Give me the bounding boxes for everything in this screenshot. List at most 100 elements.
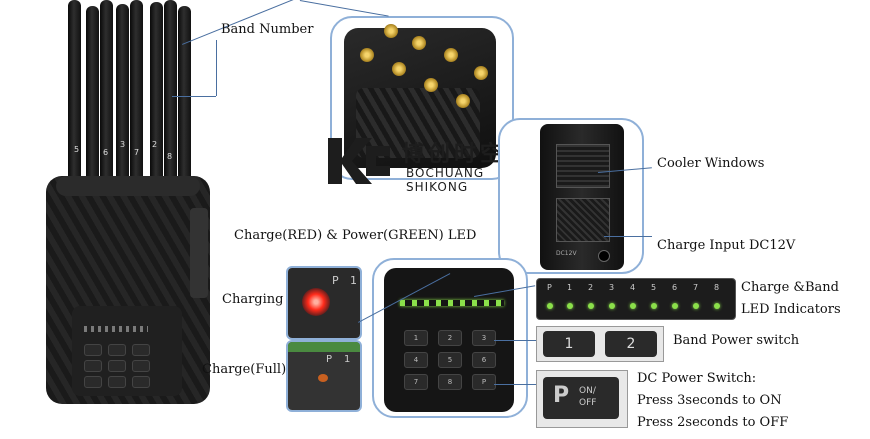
sma-connector (456, 94, 470, 108)
sma-connector (412, 36, 426, 50)
label-charge-band-2: LED Indicators (741, 302, 841, 317)
band-button-1[interactable]: 1 (543, 331, 595, 357)
led-indicator (588, 303, 594, 309)
key-label: 5 (447, 356, 453, 364)
key-label: 4 (413, 356, 419, 364)
brand-logo: 博创时空 BOCHUANG SHIKONG (326, 136, 546, 194)
key-label: 1 (413, 334, 419, 342)
band-number-panel (330, 16, 514, 180)
dc-input-port (598, 250, 610, 262)
led-strip-labels: P 1 2 3 4 5 6 7 8 (543, 283, 733, 297)
indicator-p-label-full: P (326, 354, 333, 365)
sma-connector (392, 62, 406, 76)
antenna-number: 3 (120, 140, 126, 149)
antenna-5 (130, 0, 143, 190)
green-led (318, 374, 328, 382)
device-led-row (84, 326, 148, 332)
leader-line (216, 40, 217, 96)
jammer-device: 5 6 3 7 2 8 (40, 0, 220, 410)
label-charging: Charging (222, 292, 284, 307)
label-dc-power-3: Press 2seconds to OFF (637, 415, 789, 430)
led-label: 8 (714, 283, 720, 292)
sma-connector (424, 78, 438, 92)
led-label: P (547, 283, 552, 292)
key-label: 6 (481, 356, 487, 364)
keypad-button: 1 (404, 330, 428, 346)
keypad-button: 6 (472, 352, 496, 368)
leader-line (604, 236, 652, 237)
device-side-grip (190, 208, 208, 298)
antenna-7 (164, 0, 177, 190)
leader-line (172, 96, 216, 97)
dc-input-label: DC12V (556, 250, 577, 257)
device-key (132, 360, 150, 372)
band-button-panel: 1 2 (536, 326, 664, 362)
dc-switch-panel: P ON/ OFF (536, 370, 628, 428)
led-indicator (609, 303, 615, 309)
charging-led-panel: P 1 (286, 266, 362, 340)
led-label: 2 (588, 283, 594, 292)
sma-connector (444, 48, 458, 62)
antenna-1 (68, 0, 81, 190)
led-label: 4 (630, 283, 636, 292)
label-cooler-windows: Cooler Windows (657, 156, 765, 171)
antenna-2 (86, 6, 99, 186)
label-band-number: Band Number (221, 22, 314, 37)
device-key (84, 344, 102, 356)
dc-power-button[interactable]: P ON/ OFF (543, 377, 619, 419)
led-indicator (651, 303, 657, 309)
led-label: 6 (672, 283, 678, 292)
key-label: 2 (447, 334, 453, 342)
key-label: 3 (481, 334, 487, 342)
cooler-window-top (556, 144, 610, 188)
antenna-number: 2 (152, 140, 158, 149)
keypad-led-row (400, 300, 504, 306)
led-indicator (547, 303, 553, 309)
sma-connector (474, 66, 488, 80)
brand-logo-mark (328, 138, 390, 184)
device-top-cap (56, 176, 200, 196)
charge-full-panel: P 1 (286, 340, 362, 412)
keypad-button: 3 (472, 330, 496, 346)
label-charge-full: Charge(Full) (202, 362, 287, 377)
antenna-4 (116, 4, 129, 188)
dc-power-p: P (553, 383, 570, 408)
key-label: 7 (413, 378, 419, 386)
led-strip: P 1 2 3 4 5 6 7 8 (536, 278, 736, 320)
antenna-number: 6 (103, 148, 109, 157)
sma-connector (360, 48, 374, 62)
key-label: 8 (447, 378, 453, 386)
device-key (84, 360, 102, 372)
label-dc-power-1: DC Power Switch: (637, 371, 757, 386)
leader-line (494, 384, 536, 385)
key-label: P (481, 378, 487, 386)
device-key (108, 344, 126, 356)
antenna-3 (100, 0, 113, 188)
indicator-p-label: P (332, 274, 339, 287)
led-indicator (630, 303, 636, 309)
brand-logo-english: BOCHUANG SHIKONG (406, 166, 485, 194)
side-view-panel: DC12V (498, 118, 644, 274)
device-key (108, 376, 126, 388)
label-band-power-switch: Band Power switch (673, 333, 800, 348)
indicator-1-label-full: 1 (344, 354, 351, 365)
label-charge-band-1: Charge &Band (741, 280, 840, 295)
leader-line (494, 340, 536, 341)
red-led (302, 288, 330, 316)
leader-line (299, 0, 389, 17)
device-key (132, 376, 150, 388)
led-label: 5 (651, 283, 657, 292)
antenna-8 (178, 6, 191, 190)
indicator-1-label: 1 (350, 274, 357, 287)
label-charge-led: Charge(RED) & Power(GREEN) LED (234, 228, 477, 243)
charge-full-top (288, 342, 360, 352)
antenna-6 (150, 2, 163, 188)
led-label: 3 (609, 283, 615, 292)
brand-logo-chinese: 博创时空 (402, 142, 507, 167)
led-indicator (693, 303, 699, 309)
device-key (132, 344, 150, 356)
sma-connector (384, 24, 398, 38)
device-key (108, 360, 126, 372)
keypad-button: 4 (404, 352, 428, 368)
band-button-2[interactable]: 2 (605, 331, 657, 357)
